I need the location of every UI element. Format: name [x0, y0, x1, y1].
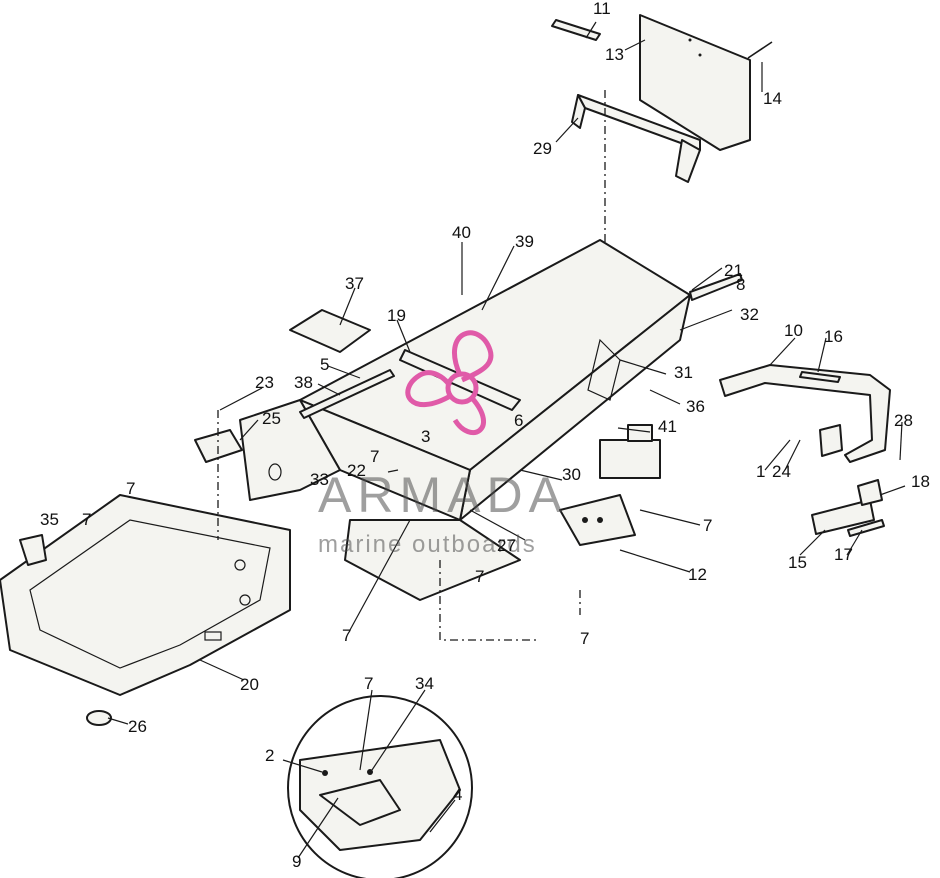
callout-41: 41: [658, 417, 677, 436]
callout-25: 25: [262, 409, 281, 428]
watermark-tagline: marine outboards: [318, 531, 537, 558]
part-30-assembly: [559, 424, 661, 546]
callout-7-d: 7: [703, 516, 713, 535]
callout-40: 40: [452, 223, 471, 242]
part-11-strip: [551, 19, 601, 41]
callout-28: 28: [894, 411, 913, 430]
callout-14: 14: [763, 89, 782, 108]
callout-32: 32: [740, 305, 759, 324]
callout-7-h: 7: [364, 674, 374, 693]
callout-12: 12: [688, 565, 707, 584]
part-14-pin: [747, 41, 773, 59]
callout-6: 6: [514, 411, 524, 430]
detail-inset: [287, 695, 473, 878]
callout-7-g: 7: [342, 626, 352, 645]
callout-20: 20: [240, 675, 259, 694]
callout-27: 27: [497, 536, 516, 555]
part-38-strip: [299, 369, 395, 419]
callout-37: 37: [345, 274, 364, 293]
callout-7-e: 7: [475, 567, 485, 586]
callout-7-b: 7: [126, 479, 136, 498]
callout-8: 8: [736, 275, 746, 294]
callout-2: 2: [265, 746, 275, 765]
part-29-bracket: [571, 94, 701, 183]
callout-34: 34: [415, 674, 434, 693]
main-body: [239, 239, 743, 601]
watermark-brand: ARMADA: [318, 467, 568, 523]
callout-4: 4: [453, 785, 463, 804]
callout-31: 31: [674, 363, 693, 382]
callout-10: 10: [784, 321, 803, 340]
callout-33: 33: [310, 470, 329, 489]
callout-15: 15: [788, 553, 807, 572]
callout-7-f: 7: [580, 629, 590, 648]
callout-18: 18: [911, 472, 930, 491]
part-24-plate: [819, 424, 843, 457]
callout-7-a: 7: [370, 447, 380, 466]
callout-35: 35: [40, 510, 59, 529]
part-20-tunnel: [0, 494, 291, 696]
callout-30: 30: [562, 465, 581, 484]
watermark-logo: [405, 330, 494, 435]
leader-lines: [107, 21, 906, 859]
callout-11: 11: [593, 0, 611, 18]
callout-17: 17: [834, 545, 853, 564]
callout-1: 1: [756, 462, 766, 481]
callout-7-c: 7: [82, 510, 92, 529]
callout-22: 22: [347, 461, 366, 480]
callout-21: 21: [724, 261, 743, 280]
dash-line-7: [439, 560, 540, 641]
part-13-plate: [639, 14, 751, 151]
callout-13: 13: [605, 45, 624, 64]
callout-36: 36: [686, 397, 705, 416]
part-35-bracket: [19, 534, 47, 566]
part-10-bar: [719, 364, 891, 463]
callout-9: 9: [292, 852, 302, 871]
part-37-pad: [289, 309, 371, 353]
part-16-strip: [799, 371, 841, 383]
callout-24: 24: [772, 462, 791, 481]
callout-29: 29: [533, 139, 552, 158]
callout-16: 16: [824, 327, 843, 346]
callout-38: 38: [294, 373, 313, 392]
callout-26: 26: [128, 717, 147, 736]
callout-5: 5: [320, 355, 330, 374]
part-15-handle: [811, 479, 885, 537]
callout-3: 3: [421, 427, 431, 446]
callout-39: 39: [515, 232, 534, 251]
callout-19: 19: [387, 306, 406, 325]
part-26-bumper: [86, 710, 112, 726]
callout-23: 23: [255, 373, 274, 392]
